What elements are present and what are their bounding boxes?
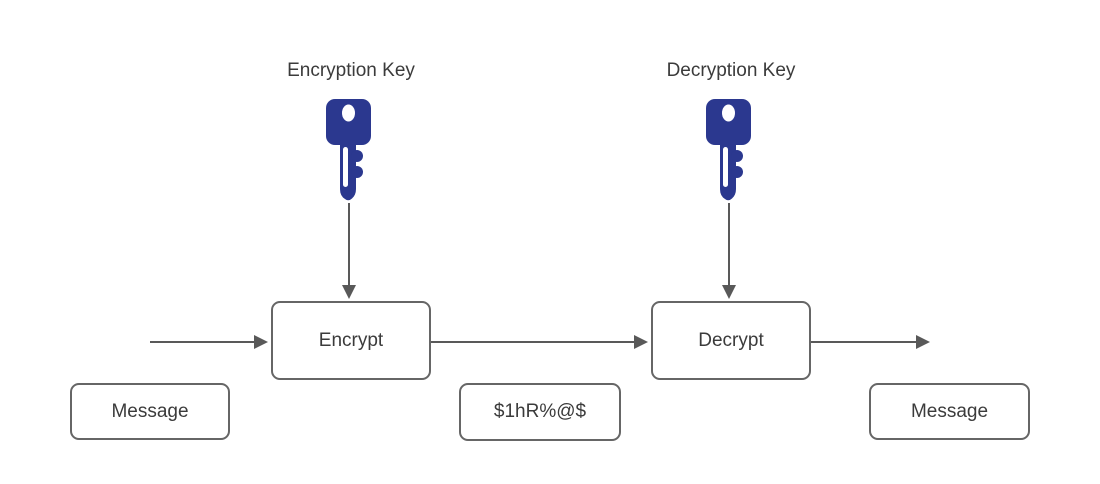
- encryption-key-label: Encryption Key: [287, 60, 415, 81]
- encryption-key-arrow: [342, 203, 356, 299]
- decryption-key-arrow: [722, 203, 736, 299]
- input-arrow: [150, 335, 268, 349]
- message-output-node: Message: [869, 383, 1030, 440]
- encrypt-node: Encrypt: [271, 301, 431, 380]
- decryption-key-icon: [706, 99, 751, 201]
- output-arrow: [811, 335, 930, 349]
- encrypt-node-label: Encrypt: [318, 329, 384, 351]
- decryption-key-label: Decryption Key: [666, 60, 796, 81]
- encrypt-to-decrypt-arrow: [431, 335, 648, 349]
- encryption-key-icon: [326, 99, 371, 201]
- message-input-node: Message: [70, 383, 230, 440]
- ciphertext-label: $1hR%@$: [493, 401, 587, 422]
- message-input-label: Message: [111, 400, 189, 422]
- message-output-label: Message: [910, 400, 989, 422]
- decrypt-node-label: Decrypt: [698, 329, 764, 351]
- ciphertext-node: $1hR%@$: [459, 383, 621, 441]
- decrypt-node: Decrypt: [651, 301, 811, 380]
